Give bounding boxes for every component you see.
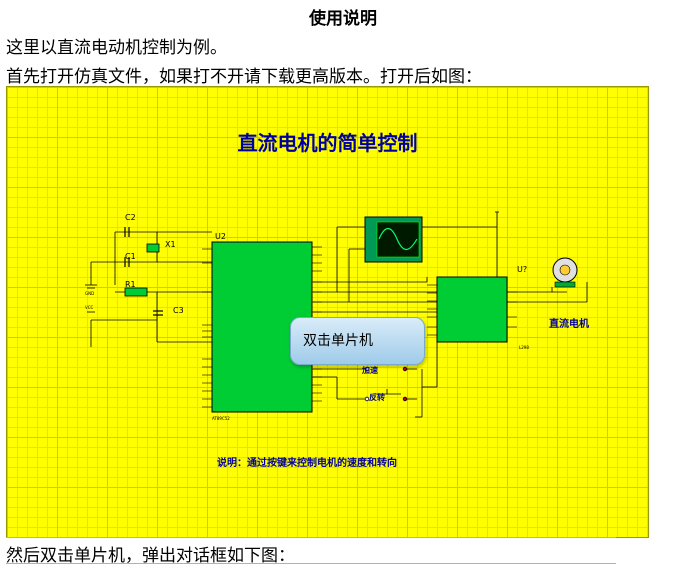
divider-bottom — [6, 563, 616, 564]
ref-driver-part: L298 — [519, 345, 529, 350]
callout-text: 双击单片机 — [303, 333, 373, 349]
ref-c1: C1 — [125, 252, 136, 261]
ref-gnd: GND — [85, 291, 94, 296]
schematic-note: 说明：通过按键来控制电机的速度和转向 — [217, 458, 397, 469]
accel-button-label: 加速 — [362, 366, 378, 375]
crystal — [146, 243, 160, 253]
ref-r1: R1 — [125, 280, 136, 289]
ref-u-driver: U? — [517, 265, 527, 274]
motor-label: 直流电机 — [549, 319, 589, 330]
resistor — [124, 287, 148, 297]
ref-vcc: VCC — [85, 305, 94, 310]
ref-u2: U2 — [215, 232, 226, 241]
intro-line: 这里以直流电动机控制为例。 — [6, 38, 227, 58]
open-file-line: 首先打开仿真文件，如果打不开请下载更高版本。打开后如图： — [6, 67, 482, 87]
schematic-figure: C2 C1 X1 R1 C3 U2 U? GND VCC AT89C52 L29… — [6, 86, 649, 538]
ref-c2: C2 — [125, 213, 136, 222]
divider — [6, 537, 616, 538]
driver-chip[interactable] — [436, 276, 508, 343]
ref-c3: C3 — [173, 306, 184, 315]
doc-title: 使用说明 — [309, 9, 377, 29]
ref-x1: X1 — [165, 240, 176, 249]
reverse-button-label: 反转 — [369, 393, 385, 402]
ref-mcu-part: AT89C52 — [212, 416, 230, 421]
schematic-title: 直流电机的简单控制 — [237, 131, 418, 155]
next-step-line: 然后双击单片机，弹出对话框如下图： — [6, 546, 295, 566]
callout-bubble: 双击单片机 — [290, 317, 425, 365]
